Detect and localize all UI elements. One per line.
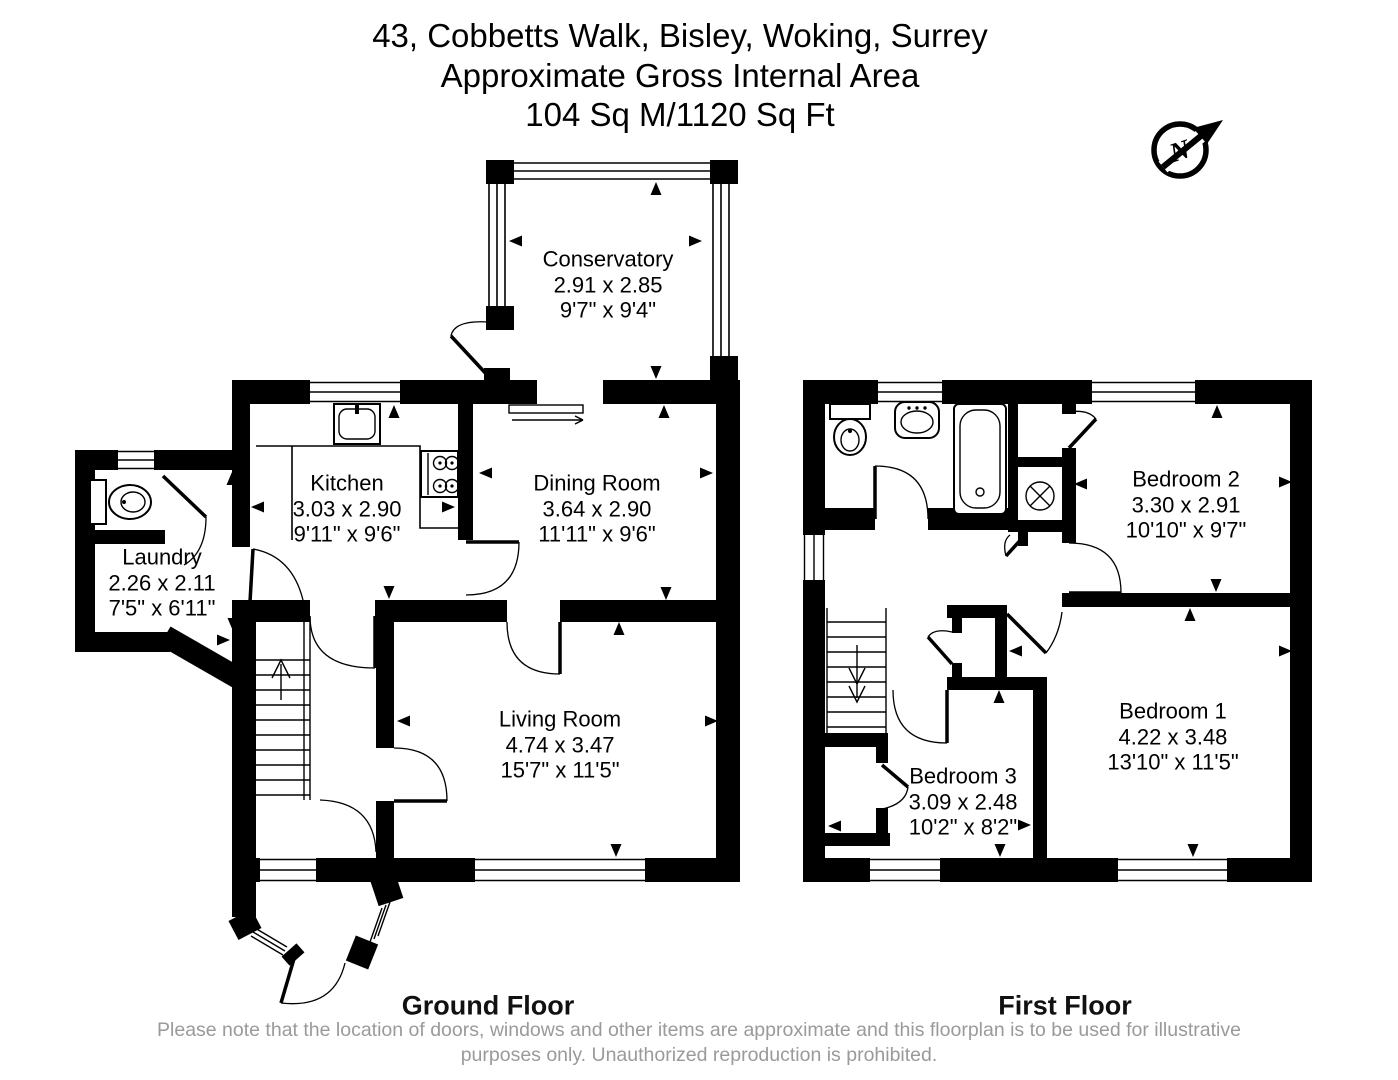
room-dims-imperial: 10'10" x 9'7" (1125, 517, 1247, 543)
conservatory-glazing (488, 162, 730, 356)
first-floor-label: First Floor (998, 990, 1132, 1021)
room-name: Dining Room (533, 470, 661, 496)
laundry-toilet-icon (89, 479, 152, 525)
room-dims-imperial: 9'7" x 9'4" (559, 297, 657, 323)
disclaimer-line1: Please note that the location of doors, … (157, 1019, 1241, 1041)
basin-icon (894, 401, 940, 439)
room-dims-imperial: 13'10" x 11'5" (1107, 749, 1239, 775)
room-dims-metric: 2.26 x 2.11 (108, 570, 216, 596)
serving-hatch-icon (508, 404, 584, 425)
bathtub-icon (953, 403, 1007, 515)
room-label-bedroom2: Bedroom 2 3.30 x 2.91 10'10" x 9'7" (1126, 466, 1247, 543)
page-title: 43, Cobbetts Walk, Bisley, Woking, Surre… (0, 16, 1360, 135)
bedroom1-door-icon (1005, 612, 1048, 655)
room-dims-metric: 4.74 x 3.47 (505, 732, 615, 758)
area-value-line: 104 Sq M/1120 Sq Ft (525, 96, 835, 134)
room-name: Conservatory (542, 246, 674, 272)
stairs-down-icon (826, 608, 887, 733)
room-dims-metric: 3.03 x 2.90 (292, 496, 402, 522)
laundry-door-icon (161, 474, 208, 519)
stairs-up-icon (251, 616, 311, 800)
room-dims-imperial: 9'11" x 9'6" (293, 521, 401, 547)
ground-windows (118, 381, 645, 882)
room-name: Living Room (498, 706, 622, 732)
conservatory-door-icon (449, 334, 492, 380)
kitchen-fixtures (256, 403, 584, 540)
room-name: Bedroom 1 (1119, 698, 1227, 724)
ground-floor-label: Ground Floor (401, 990, 575, 1021)
understairs-cupboard-door-icon (880, 763, 910, 789)
room-label-bedroom1: Bedroom 1 4.22 x 3.48 13'10" x 11'5" (1107, 698, 1238, 775)
room-dims-metric: 3.30 x 2.91 (1131, 492, 1241, 518)
stove-icon (420, 450, 460, 498)
room-label-living: Living Room 4.74 x 3.47 15'7" x 11'5" (499, 706, 621, 783)
ground-doors (161, 321, 562, 803)
room-label-bedroom3: Bedroom 3 3.09 x 2.48 10'2" x 8'2" (909, 763, 1018, 840)
first-floor-plan (803, 380, 1312, 882)
compass-icon: N (1151, 119, 1223, 179)
hot-water-cylinder-icon (1025, 481, 1055, 511)
room-dims-metric: 3.64 x 2.90 (542, 496, 652, 522)
lobby-door-icon (248, 548, 255, 603)
first-windows (803, 381, 1227, 882)
landing-closet-door-icon (926, 635, 954, 666)
porch (228, 799, 404, 1005)
ground-measure-arrows (97, 182, 718, 857)
room-dims-imperial: 7'5" x 6'11" (108, 595, 216, 621)
room-name: Laundry (122, 544, 202, 570)
area-heading-line: Approximate Gross Internal Area (440, 56, 920, 94)
room-name: Bedroom 3 (909, 763, 1017, 789)
front-door-icon (279, 951, 298, 1004)
cylinder-cupboard-door-icon (1004, 532, 1028, 558)
room-label-conservatory: Conservatory 2.91 x 2.85 9'7" x 9'4" (543, 246, 674, 323)
ground-walls (75, 160, 740, 917)
bathroom-fixtures (829, 401, 1055, 515)
first-doors (873, 410, 1122, 810)
room-dims-imperial: 10'2" x 8'2" (908, 814, 1018, 840)
room-dims-imperial: 11'11" x 9'6" (538, 521, 656, 547)
bedroom2-door-icon (1067, 417, 1098, 450)
room-dims-imperial: 15'7" x 11'5" (500, 757, 620, 783)
address-line: 43, Cobbetts Walk, Bisley, Woking, Surre… (372, 17, 988, 54)
room-name: Bedroom 2 (1132, 466, 1240, 492)
room-label-dining: Dining Room 3.64 x 2.90 11'11" x 9'6" (533, 470, 660, 547)
room-label-kitchen: Kitchen 3.03 x 2.90 9'11" x 9'6" (293, 470, 402, 547)
room-dims-metric: 4.22 x 3.48 (1118, 724, 1228, 750)
room-label-laundry: Laundry 2.26 x 2.11 7'5" x 6'11" (108, 544, 215, 621)
toilet-icon (829, 403, 871, 456)
room-name: Kitchen (310, 470, 384, 496)
lobby-diagonal-wall (159, 626, 244, 688)
disclaimer-text: Please note that the location of doors, … (0, 1018, 1398, 1069)
room-dims-metric: 3.09 x 2.48 (908, 789, 1018, 815)
ground-floor-plan (75, 160, 740, 1005)
disclaimer-line2: purposes only. Unauthorized reproduction… (460, 1044, 938, 1067)
room-dims-metric: 2.91 x 2.85 (553, 272, 663, 298)
